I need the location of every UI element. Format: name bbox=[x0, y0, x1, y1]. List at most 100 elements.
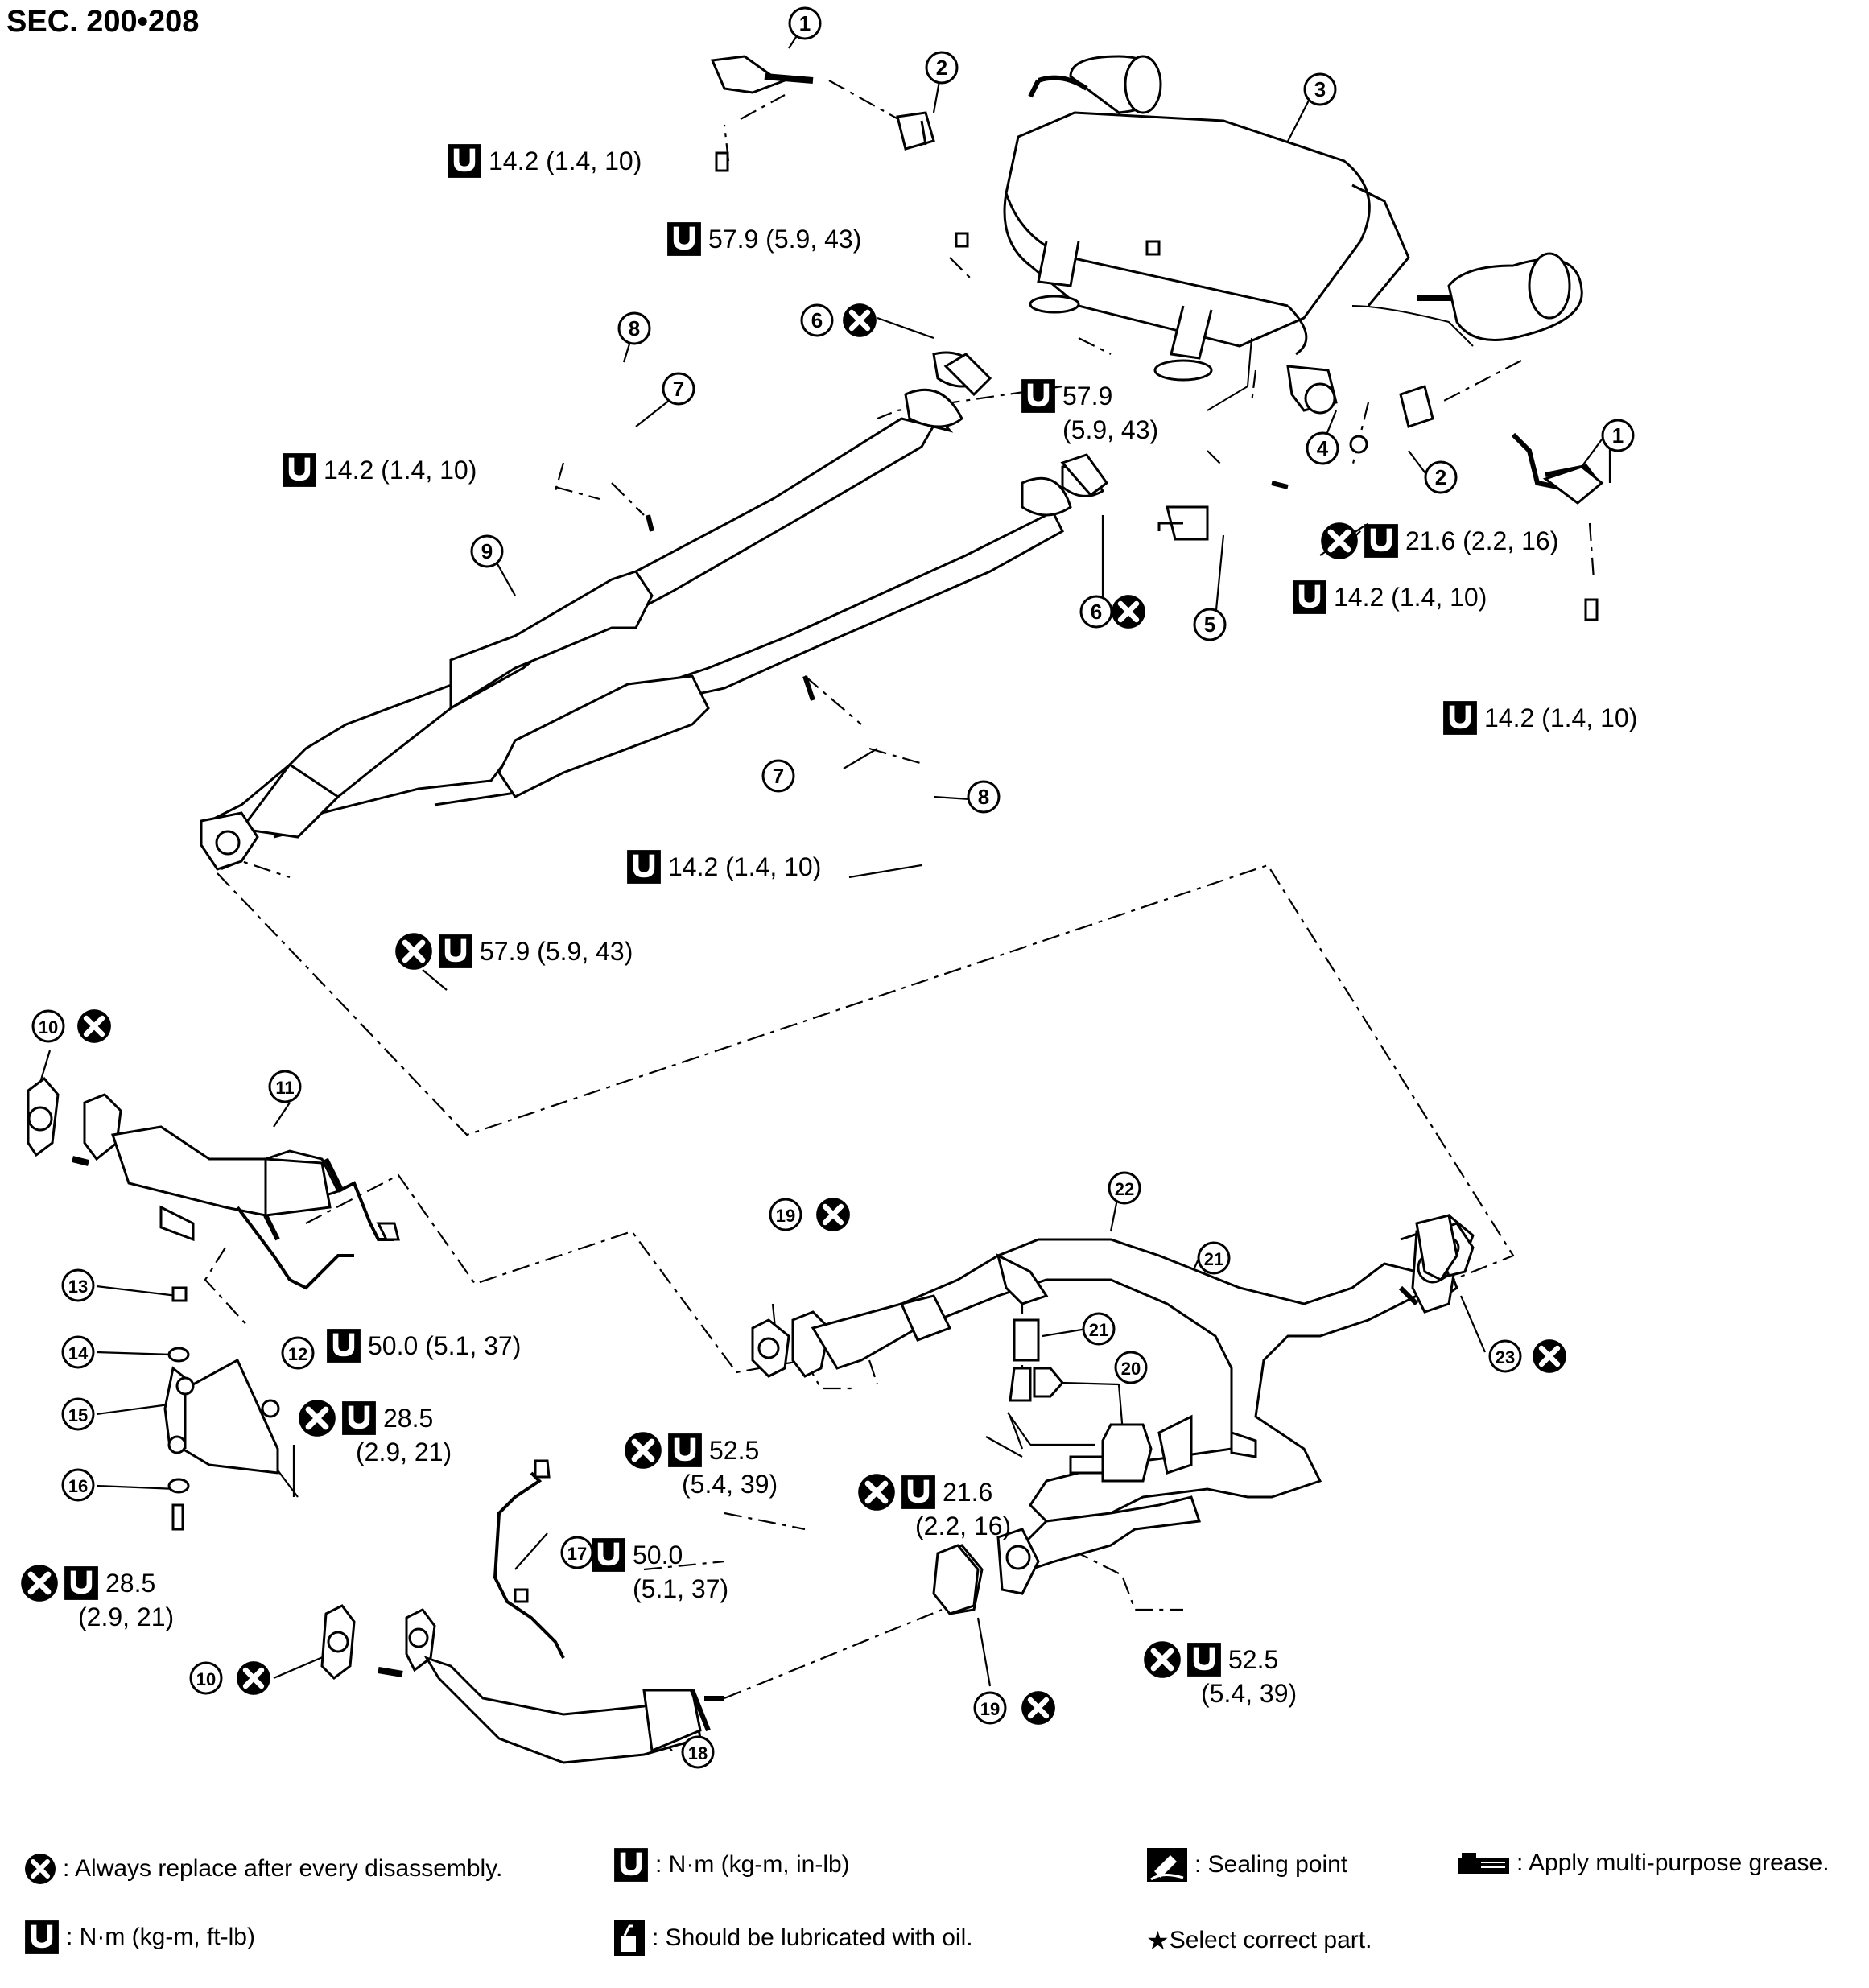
torque-label: 21.6 (2.2, 16) bbox=[1321, 522, 1558, 559]
replace-x-icon bbox=[395, 933, 432, 970]
callout-7: 7 bbox=[662, 372, 695, 406]
torque-label: 57.9(5.9, 43) bbox=[1021, 379, 1158, 444]
callout-number: 21 bbox=[1204, 1249, 1223, 1269]
replace-x-icon bbox=[1112, 595, 1145, 629]
callout-circle bbox=[61, 1397, 95, 1431]
legend-replace-label: : Always replace after every disassembly… bbox=[63, 1855, 503, 1882]
front-exhaust-tube-right bbox=[27, 1076, 400, 1290]
replace-icon bbox=[24, 1853, 56, 1885]
front-exhaust-tube-left bbox=[320, 1459, 724, 1764]
front-tube-bracket bbox=[163, 1286, 280, 1531]
gaskets bbox=[932, 353, 1458, 1615]
replace-x-icon bbox=[237, 1661, 270, 1695]
callout-15: 15 bbox=[61, 1397, 95, 1431]
callout-number: 4 bbox=[1317, 436, 1329, 460]
replace-x-icon bbox=[1144, 1641, 1181, 1678]
callout-circle bbox=[1488, 1339, 1522, 1373]
torque-value: 28.5 bbox=[105, 1569, 155, 1598]
torque-ftlb-icon bbox=[1187, 1643, 1221, 1677]
torque-value: 14.2 (1.4, 10) bbox=[324, 456, 477, 485]
torque-ftlb-icon bbox=[1364, 524, 1398, 558]
callout-circle bbox=[1114, 1351, 1148, 1384]
torque-ftlb-icon bbox=[64, 1566, 98, 1600]
callout-21: 21 bbox=[1197, 1241, 1231, 1275]
callout-circle bbox=[1601, 419, 1635, 452]
callout-circle bbox=[268, 1070, 302, 1103]
callout-circle bbox=[1079, 595, 1113, 629]
torque-labels: 14.2 (1.4, 10) 57.9 (5.9, 43) 14.2 (1.4, 1… bbox=[21, 144, 1637, 1708]
callout-number: 10 bbox=[196, 1669, 216, 1689]
callout-number: 5 bbox=[1204, 612, 1215, 637]
torque-inlb-icon bbox=[448, 144, 481, 178]
callout-1: 1 bbox=[1601, 419, 1635, 452]
torque-value: 52.5 bbox=[709, 1436, 759, 1465]
torque-value: 21.6 (2.2, 16) bbox=[1405, 526, 1558, 555]
torque-label: 52.5(5.4, 39) bbox=[1144, 1641, 1297, 1708]
callout-number: 7 bbox=[673, 377, 684, 401]
callout-19: 19 bbox=[973, 1691, 1007, 1725]
section-number: SEC. 200•208 bbox=[6, 5, 200, 39]
torque-value: 28.5 bbox=[383, 1404, 433, 1433]
torque-ftlb-icon bbox=[667, 222, 701, 256]
callout-1: 1 bbox=[788, 6, 822, 40]
torque-inlb-icon bbox=[614, 1848, 648, 1882]
torque-label: 50.0(5.1, 37) bbox=[592, 1538, 728, 1603]
callout-number: 6 bbox=[811, 308, 823, 332]
callout-10: 10 bbox=[31, 1009, 65, 1043]
upper-hangers bbox=[710, 55, 1604, 621]
replace-x-icon bbox=[816, 1198, 850, 1231]
callout-number: 8 bbox=[629, 316, 640, 340]
replace-x-icon bbox=[21, 1565, 58, 1602]
callout-9: 9 bbox=[470, 534, 504, 568]
torque-label: 28.5(2.9, 21) bbox=[299, 1400, 452, 1466]
legend-sealing-label: : Sealing point bbox=[1194, 1851, 1348, 1878]
torque-label: 14.2 (1.4, 10) bbox=[627, 850, 821, 884]
callout-number: 22 bbox=[1115, 1179, 1134, 1199]
torque-inlb-icon bbox=[1293, 580, 1326, 614]
callout-circle bbox=[61, 1468, 95, 1502]
callout-number: 1 bbox=[799, 11, 811, 35]
main-muffler bbox=[1003, 55, 1583, 411]
torque-value: 57.9 (5.9, 43) bbox=[708, 225, 861, 254]
callout-21: 21 bbox=[1082, 1312, 1116, 1346]
callout-number: 6 bbox=[1091, 600, 1102, 624]
torque-value-kgm: (5.1, 37) bbox=[633, 1574, 728, 1603]
callout-7: 7 bbox=[761, 759, 795, 793]
callout-number: 14 bbox=[68, 1343, 89, 1363]
callout-circle bbox=[925, 51, 959, 85]
assembly-lines bbox=[39, 23, 1611, 1751]
callout-number: 8 bbox=[978, 785, 989, 809]
callout-circle bbox=[788, 6, 822, 40]
torque-value: 21.6 bbox=[943, 1478, 992, 1507]
legend-grease: : Apply multi-purpose grease. bbox=[1457, 1850, 1830, 1877]
callout-number: 15 bbox=[68, 1405, 88, 1425]
callout-2: 2 bbox=[1424, 460, 1458, 494]
torque-value: 14.2 (1.4, 10) bbox=[668, 852, 821, 881]
callout-6: 6 bbox=[1079, 595, 1113, 629]
callout-circle bbox=[662, 372, 695, 406]
callout-circle bbox=[761, 759, 795, 793]
callout-12: 12 bbox=[281, 1336, 315, 1370]
callout-circle bbox=[1193, 608, 1227, 641]
torque-value: 14.2 (1.4, 10) bbox=[1334, 583, 1487, 612]
callout-number: 3 bbox=[1314, 77, 1326, 101]
torque-ftlb-icon bbox=[901, 1475, 935, 1509]
torque-inlb-icon bbox=[283, 453, 316, 487]
replace-x-icon bbox=[1533, 1339, 1566, 1373]
torque-ftlb-icon bbox=[668, 1433, 702, 1467]
replace-x-icon bbox=[1321, 522, 1358, 559]
callout-number: 1 bbox=[1612, 423, 1624, 448]
callout-13: 13 bbox=[61, 1268, 95, 1302]
torque-value: 57.9 (5.9, 43) bbox=[480, 937, 633, 966]
torque-label: 14.2 (1.4, 10) bbox=[448, 144, 642, 178]
callout-circle bbox=[681, 1735, 715, 1769]
callout-3: 3 bbox=[1303, 72, 1337, 106]
callout-circle bbox=[1303, 72, 1337, 106]
torque-label: 57.9 (5.9, 43) bbox=[395, 933, 633, 970]
torque-value-kgm: (5.4, 39) bbox=[682, 1470, 778, 1499]
torque-label: 21.6(2.2, 16) bbox=[858, 1474, 1011, 1540]
callout-18: 18 bbox=[681, 1735, 715, 1769]
legend-nm-ftlb-label: : N·m (kg-m, ft-lb) bbox=[66, 1924, 255, 1950]
